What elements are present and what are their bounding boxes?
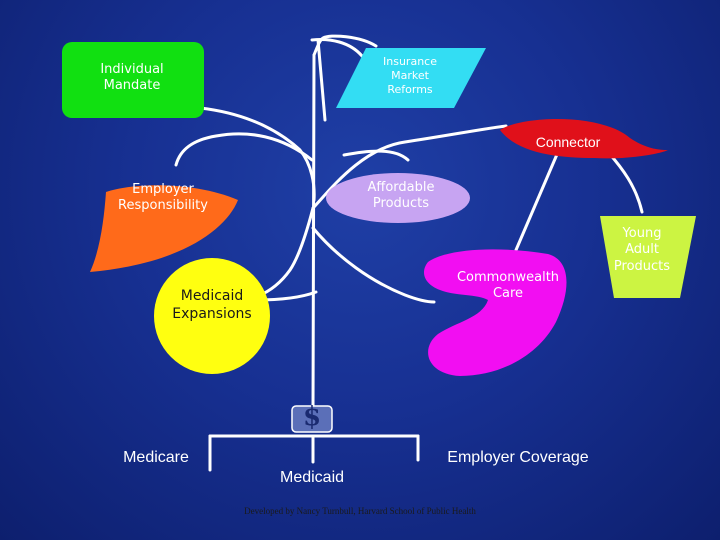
dollar-sign-label: $ — [302, 402, 322, 432]
individual-mandate-label: Individual Mandate — [100, 62, 164, 94]
central-pole — [311, 53, 316, 412]
string-connector-commonwealth — [514, 150, 560, 252]
employer-responsibility-label: Employer Responsibility — [118, 182, 208, 214]
affordable-products-label: Affordable Products — [367, 180, 435, 212]
young-adult-products-label: Young Adult Products — [613, 226, 671, 274]
insurance-reforms-shape — [336, 48, 486, 108]
insurance-reforms-label: Insurance Market Reforms — [383, 55, 437, 96]
medicaid-label: Medicaid — [279, 469, 345, 486]
medicare-label: Medicare — [123, 449, 189, 466]
string-medicaid-expansions — [256, 206, 315, 298]
affordable-products-shape — [326, 173, 470, 223]
footer-credit: Developed by Nancy Turnbull, Harvard Sch… — [244, 506, 476, 516]
string-employer-responsibility — [174, 132, 314, 167]
pole-right-hook — [316, 38, 327, 122]
medicaid-expansions-label: Medicaid Expansions — [172, 288, 252, 322]
string-individual-mandate — [198, 106, 316, 202]
connector-label: Connector — [535, 134, 601, 150]
string-commonwealth-care — [311, 226, 436, 304]
commonwealth-care-label: Commonwealth Care — [456, 270, 560, 302]
pole-hook — [312, 34, 378, 57]
dollar-sign-icon: $ — [290, 402, 334, 434]
string-affordable-products — [342, 149, 410, 162]
employer-coverage-label: Employer Coverage — [447, 449, 589, 466]
connector-shape — [500, 118, 668, 159]
individual-mandate-shape — [62, 42, 204, 118]
string-connector — [311, 124, 508, 210]
dollar-sign-graphic — [291, 405, 333, 433]
medicaid-expansions-shape — [154, 258, 270, 374]
string-insurance-reforms — [310, 38, 364, 58]
employer-responsibility-shape — [90, 185, 238, 272]
young-adult-products-shape — [600, 216, 696, 298]
commonwealth-care-shape — [424, 249, 567, 376]
